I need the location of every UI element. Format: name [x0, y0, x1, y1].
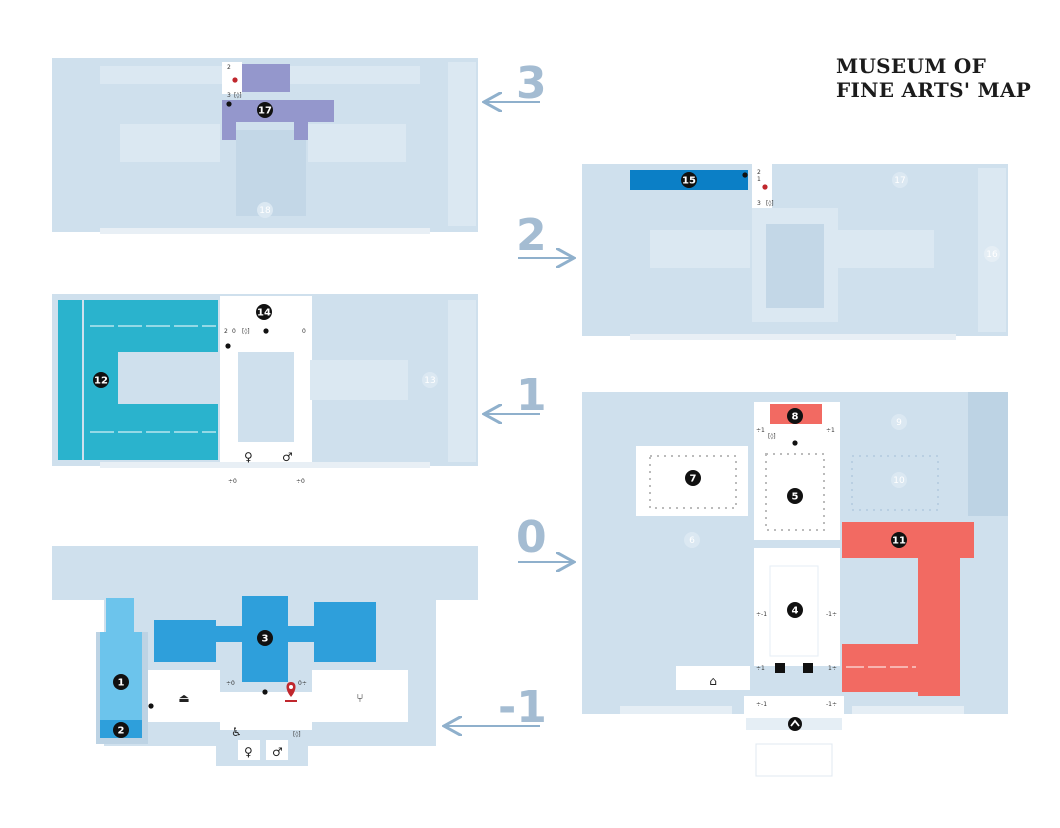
room-badge-8[interactable]	[787, 408, 803, 424]
toilet-icon-2: ♂	[282, 450, 293, 464]
level-label-1: 1	[516, 370, 547, 421]
svg-text:3: 3	[227, 92, 231, 99]
svg-text:÷1: ÷1	[756, 665, 765, 672]
svg-text:-1÷: -1÷	[826, 701, 837, 708]
room-label-15: 15	[682, 176, 696, 187]
svg-text:[◊]: [◊]	[766, 200, 774, 207]
room-badge-5[interactable]	[787, 488, 803, 504]
svg-text:[◊]: [◊]	[768, 433, 776, 440]
room-label-7: 7	[690, 474, 697, 485]
svg-text:÷0: ÷0	[228, 478, 237, 485]
info-icon	[226, 101, 232, 107]
cutlery-icon: ⑂	[356, 691, 363, 705]
ticket-icon	[775, 663, 785, 673]
restaurant[interactable]	[312, 670, 408, 722]
svg-text:[◊]: [◊]	[293, 731, 301, 738]
room-label-14: 14	[257, 308, 271, 319]
toilet-icon: ♀	[244, 450, 253, 464]
toilet-icon-l-1b: ♂	[272, 745, 283, 759]
room-label-1: 1	[118, 678, 125, 689]
room-label-2: 2	[118, 726, 125, 737]
room-17[interactable]	[222, 100, 334, 122]
svg-text:÷-1: ÷-1	[756, 701, 767, 708]
svg-text:÷0: ÷0	[226, 680, 235, 687]
bag-icon: ⌂	[709, 674, 717, 688]
svg-text:2: 2	[757, 169, 761, 176]
floor-minus-1: 1 2 3 ⏏ ⑂ ♿ ♀ ♂ ÷0 0÷ [◊]	[52, 546, 478, 766]
level-label-2: 2	[516, 210, 547, 261]
room-3-west[interactable]	[154, 620, 216, 662]
room-3-east[interactable]	[314, 602, 376, 662]
floor-1: 12 14 13 2 0 0 [◊] ♀ ♂ ÷0 ÷0	[52, 294, 478, 485]
map-title-line2: FINE ARTS' MAP	[836, 78, 1032, 102]
svg-text:÷-1: ÷-1	[756, 611, 767, 618]
level-label-3: 3	[516, 58, 547, 109]
room-label-3: 3	[262, 634, 269, 645]
map-title: MUSEUM OF FINE ARTS' MAP	[836, 54, 1046, 102]
svg-text:-1÷: -1÷	[826, 611, 837, 618]
room-label-10: 10	[893, 476, 905, 486]
svg-text:3: 3	[757, 200, 761, 207]
svg-text:0: 0	[302, 328, 306, 335]
room-label-13: 13	[424, 376, 435, 386]
svg-text:2: 2	[224, 328, 228, 335]
svg-text:[◊]: [◊]	[242, 328, 250, 335]
info-icon-l0	[803, 663, 813, 673]
room-badge-11[interactable]	[891, 532, 907, 548]
room-badge-4[interactable]	[787, 602, 803, 618]
room-label-17-l2: 17	[894, 176, 905, 186]
svg-text:÷0: ÷0	[296, 478, 305, 485]
shop[interactable]	[676, 666, 750, 690]
svg-text:1÷: 1÷	[828, 665, 837, 672]
room-label-16: 16	[986, 250, 998, 260]
map-pin-icon[interactable]	[286, 682, 296, 697]
room-badge-12[interactable]	[93, 372, 109, 388]
wheelchair-icon: ♿	[231, 725, 242, 739]
room-badge-17-l3[interactable]	[257, 102, 273, 118]
room-badge-3[interactable]	[257, 630, 273, 646]
svg-text:0÷: 0÷	[298, 680, 307, 687]
room-12-west[interactable]	[58, 300, 82, 460]
room-label-8: 8	[792, 412, 799, 423]
room-label-17-l3: 17	[258, 106, 272, 117]
room-label-9: 9	[896, 418, 902, 428]
cloakroom[interactable]	[148, 670, 220, 722]
room-11-south[interactable]	[842, 644, 920, 692]
floor-2: 15 17 16 2 1 3 [◊]	[582, 164, 1008, 340]
svg-text:÷1: ÷1	[756, 427, 765, 434]
room-badge-15[interactable]	[681, 172, 697, 188]
room-label-11: 11	[892, 536, 906, 547]
map-title-line1: MUSEUM OF	[836, 54, 987, 78]
floor-3: 17 18 2 3 [◊]	[52, 58, 478, 234]
svg-text:1: 1	[757, 176, 761, 183]
room-5[interactable]	[754, 402, 840, 540]
room-11-east[interactable]	[918, 556, 960, 696]
svg-text:[◊]: [◊]	[234, 92, 242, 99]
room-label-5: 5	[792, 492, 799, 503]
svg-text:÷1: ÷1	[826, 427, 835, 434]
room-17-north[interactable]	[242, 64, 290, 92]
room-badge-7[interactable]	[685, 470, 701, 486]
room-badge-14[interactable]	[256, 304, 272, 320]
room-badge-1[interactable]	[113, 674, 129, 690]
room-label-12: 12	[94, 376, 108, 387]
arrow-up-icon[interactable]	[788, 717, 802, 731]
room-label-4: 4	[792, 606, 799, 617]
svg-text:2: 2	[227, 64, 231, 71]
room-11[interactable]	[842, 522, 974, 558]
level-label-0: 0	[516, 512, 547, 563]
room-badge-2[interactable]	[113, 722, 129, 738]
svg-text:0: 0	[232, 328, 236, 335]
floor-0: 8 7 5 4 11 6 9 10 ⌂ ÷-1 -1÷ ÷1 1÷ ÷-1 -1…	[582, 392, 1008, 780]
level-label-minus-1: -1	[498, 682, 547, 733]
room-label-18: 18	[259, 206, 271, 216]
room-label-6: 6	[689, 536, 695, 546]
toilet-icon-l-1: ♀	[244, 745, 253, 759]
hanger-icon: ⏏	[178, 691, 189, 705]
